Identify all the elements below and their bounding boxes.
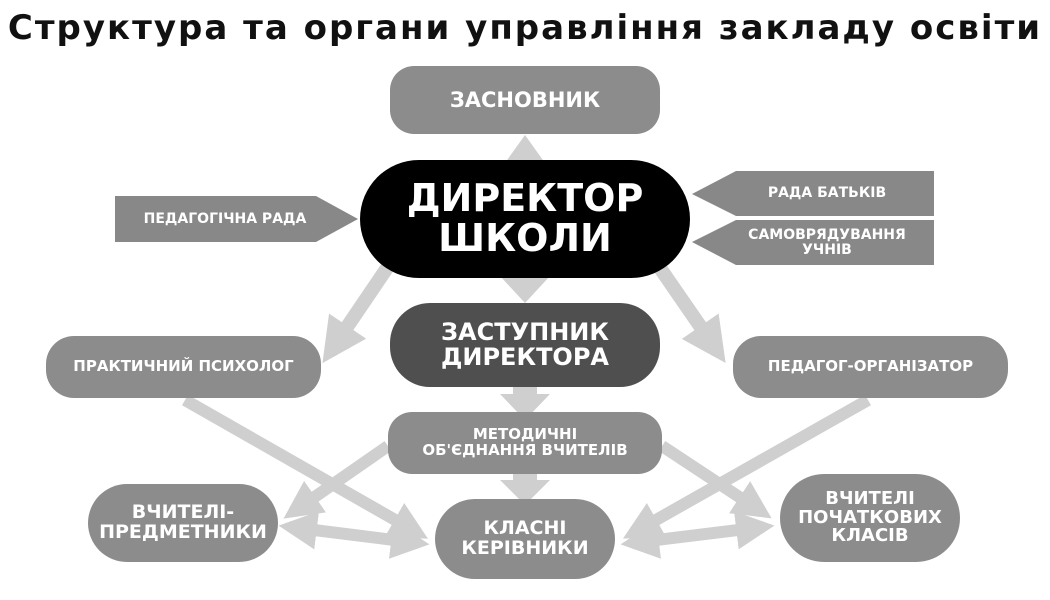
class-teachers-line1: КЛАСНІ bbox=[483, 517, 567, 540]
methodical-associations-box: МЕТОДИЧНІ ОБ'ЄДНАННЯ ВЧИТЕЛІВ bbox=[388, 412, 662, 474]
deputy-director-line1: ЗАСТУПНИК bbox=[441, 317, 609, 346]
pedagogical-council-text: ПЕДАГОГІЧНА РАДА bbox=[143, 210, 307, 227]
arrow-pedagogical-council bbox=[115, 196, 358, 242]
arrow-down-to-class bbox=[500, 480, 550, 505]
arrow-psychologist-to-class bbox=[182, 394, 429, 539]
arrow-down-to-deputy bbox=[500, 276, 550, 303]
arrow-parents-council bbox=[692, 171, 934, 216]
founder-label: ЗАСНОВНИК bbox=[449, 87, 601, 112]
arrow-methodical-to-primary bbox=[658, 440, 772, 519]
arrow-class-to-subject bbox=[278, 511, 430, 559]
primary-teachers-line2: ПОЧАТКОВИХ bbox=[798, 506, 942, 528]
diagram-title: Структура та органи управління закладу о… bbox=[7, 8, 1043, 48]
student-government-line1: САМОВРЯДУВАННЯ bbox=[748, 226, 906, 243]
parents-council-text: РАДА БАТЬКІВ bbox=[767, 185, 887, 202]
subject-teachers-box: ВЧИТЕЛІ- ПРЕДМЕТНИКИ bbox=[88, 484, 278, 562]
student-government-label: САМОВРЯДУВАННЯ УЧНІВ bbox=[720, 220, 934, 265]
arrow-student-government bbox=[692, 220, 934, 265]
director-label-line2: ШКОЛИ bbox=[438, 216, 612, 260]
arrow-organizer-to-class bbox=[622, 394, 871, 539]
psychologist-box: ПРАКТИЧНИЙ ПСИХОЛОГ bbox=[46, 336, 321, 398]
class-teachers-line2: КЕРІВНИКИ bbox=[461, 537, 589, 559]
arrow-to-psychologist bbox=[322, 264, 393, 364]
student-government-line2: УЧНІВ bbox=[802, 241, 852, 258]
primary-teachers-box: ВЧИТЕЛІ ПОЧАТКОВИХ КЛАСІВ bbox=[780, 474, 960, 562]
arrow-shaft-to-class bbox=[513, 472, 537, 482]
psychologist-label: ПРАКТИЧНИЙ ПСИХОЛОГ bbox=[73, 357, 294, 376]
parents-council-label: РАДА БАТЬКІВ bbox=[720, 171, 934, 216]
organizer-label: ПЕДАГОГ-ОРГАНІЗАТОР bbox=[767, 357, 974, 376]
methodical-line2: ОБ'ЄДНАННЯ ВЧИТЕЛІВ bbox=[422, 441, 628, 459]
director-label-line1: ДИРЕКТОР bbox=[406, 176, 644, 221]
subject-teachers-line2: ПРЕДМЕТНИКИ bbox=[99, 521, 267, 543]
arrow-methodical-to-subject bbox=[283, 441, 392, 519]
director-box: ДИРЕКТОР ШКОЛИ bbox=[360, 160, 690, 278]
pedagogical-council-label: ПЕДАГОГІЧНА РАДА bbox=[115, 196, 335, 242]
subject-teachers-line1: ВЧИТЕЛІ- bbox=[131, 501, 235, 524]
arrow-class-to-primary bbox=[620, 511, 775, 559]
arrow-down-to-methodical bbox=[500, 394, 550, 420]
arrow-shaft-to-methodical bbox=[513, 386, 537, 396]
deputy-director-line2: ДИРЕКТОРА bbox=[441, 343, 609, 371]
founder-box: ЗАСНОВНИК bbox=[390, 66, 660, 134]
methodical-line1: МЕТОДИЧНІ bbox=[472, 425, 578, 444]
deputy-director-box: ЗАСТУПНИК ДИРЕКТОРА bbox=[390, 303, 660, 387]
class-teachers-box: КЛАСНІ КЕРІВНИКИ bbox=[435, 499, 615, 579]
primary-teachers-line1: ВЧИТЕЛІ bbox=[825, 487, 915, 509]
organizer-box: ПЕДАГОГ-ОРГАНІЗАТОР bbox=[733, 336, 1008, 398]
primary-teachers-line3: КЛАСІВ bbox=[831, 525, 909, 547]
arrow-to-organizer bbox=[654, 264, 726, 364]
